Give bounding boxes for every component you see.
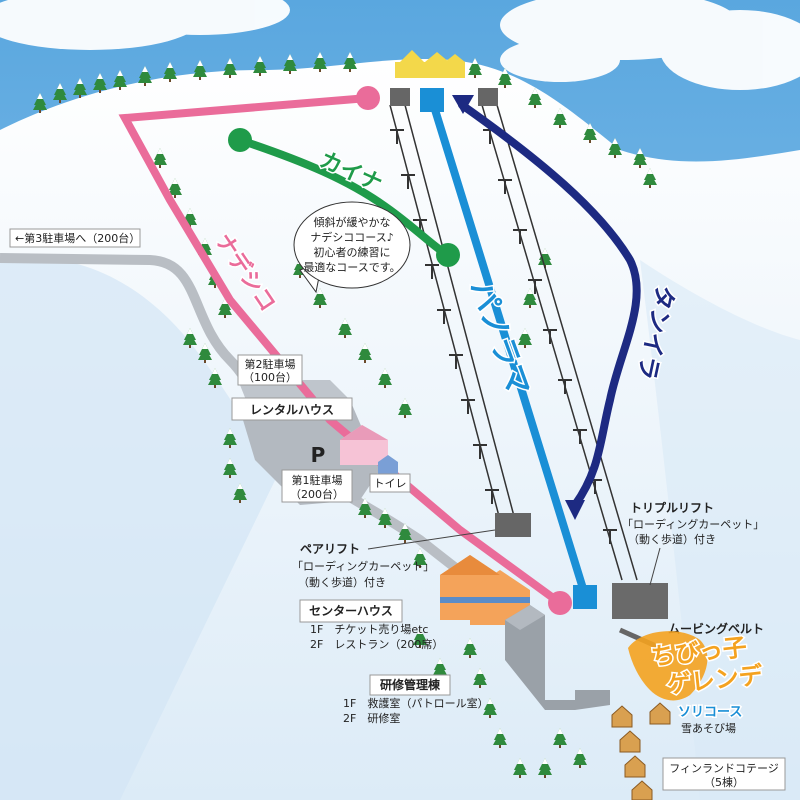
kaina-start-dot [228,128,252,152]
parking-p-mark: P [311,443,326,467]
third-parking-box [9,228,141,248]
triple-lift-bottom-station [612,583,668,619]
callout-line-1: 傾斜が緩やかな [314,215,391,229]
first-parking-name: 第1駐車場 [292,473,343,487]
cottage-label: フィンランドコテージ [669,762,779,775]
kenshu-building [505,605,610,710]
pair-lift-sub-1: 「ローディングカーペット」 [292,559,434,573]
pair-lift-bottom-station [495,513,531,537]
center-house-building [440,555,530,625]
lift-lines [389,104,638,581]
chibikko-slope-area [628,631,708,701]
triple-lift-leader [649,547,661,586]
center-house-2f: 2F レストラン（200席） [310,637,443,651]
triple-lift-sub-2: （動く歩道）付き [628,532,716,546]
callout-line-3: 初心者の練習に [314,245,391,259]
pair-lift-label: ペアリフト [300,542,360,556]
rental-house-box [231,397,353,421]
cottage-box [662,757,786,791]
kaina-course-line [236,136,452,259]
summit-huts [395,50,465,78]
kaina-end-dot [436,243,460,267]
finland-cottages [611,702,671,800]
snow-slope-shade-right [640,260,800,800]
triple-lift-label: トリプルリフト [630,500,714,515]
panorama-top-marker [420,88,444,112]
sori-sub-label: 雪あそび場 [681,722,736,735]
moving-belt-label: ムービングベルト [668,621,764,636]
snow-slope-shade [0,257,280,800]
toilet-label: トイレ [374,477,407,490]
panorama-bottom-marker [573,585,597,609]
center-house-box [299,599,403,623]
toilet-building [378,455,398,474]
kenshu-2f: 2F 研修室 [343,711,400,725]
first-parking-capacity: （200台） [290,487,344,501]
callout-line-4: 最適なコースです。 [303,260,400,274]
triple-lift-sub-1: 「ローディングカーペット」 [622,517,764,531]
callout-line-2: ナデシココース♪ [310,230,393,244]
rental-house-label: レンタルハウス [250,403,334,417]
kenshu-box [369,674,451,696]
tangent-start-marker [452,95,474,114]
toilet-box [369,473,411,493]
kenshu-1f: 1F 救護室（パトロール室） [343,696,489,710]
callout-bubble: 傾斜が緩やかな ナデシココース♪ 初心者の練習に 最適なコースです。 [293,201,411,294]
pair-lift-top-station [390,88,410,106]
second-parking-capacity: （100台） [243,370,297,384]
pair-lift-leader [367,529,496,550]
triple-lift-top-station [478,88,498,106]
tangent-end-marker [565,500,585,520]
rental-house-building [340,425,388,465]
cottage-count: （5棟） [704,775,744,789]
first-parking-box [281,469,353,503]
center-house-1f: 1F チケット売り場etc [310,623,428,636]
sori-label: ソリコース [678,705,742,720]
nadeshiko-end-dot [548,591,572,615]
center-house-label: センターハウス [309,604,393,618]
second-parking-name: 第2駐車場 [245,357,296,371]
tangent-course-line [458,101,641,509]
third-parking-label: ←第3駐車場へ（200台） [15,231,140,245]
second-parking-box [237,354,303,386]
kenshu-label: 研修管理棟 [380,677,441,692]
clouds [0,0,800,90]
panorama-course-line [428,96,589,599]
nadeshiko-course-line [118,94,564,607]
pair-lift-sub-2: （動く歩道）付き [298,575,386,589]
nadeshiko-start-dot [356,86,380,110]
